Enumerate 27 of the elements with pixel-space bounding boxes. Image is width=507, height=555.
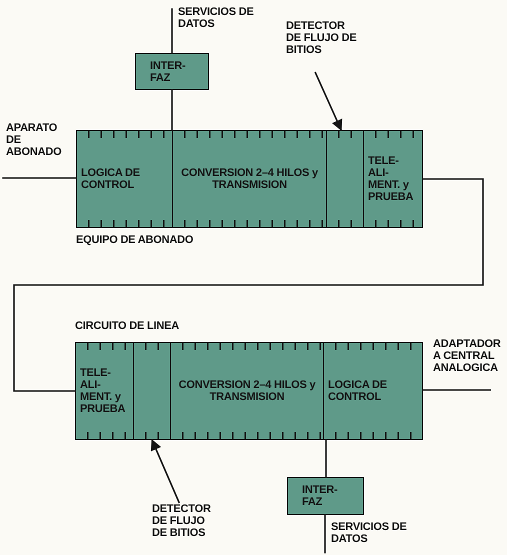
leader-arrow bbox=[150, 438, 180, 504]
connection-line bbox=[423, 389, 491, 391]
module-box: TELE- ALI- MENT. y PRUEBA bbox=[363, 130, 423, 228]
port-label: ADAPTADOR A CENTRAL ANALOGICA bbox=[433, 338, 502, 374]
port-label: SERVICIOS DE DATOS bbox=[331, 521, 407, 545]
connection-line bbox=[171, 8, 173, 53]
port-label: DETECTOR DE FLUJO DE BITIOS bbox=[286, 20, 358, 56]
module-box: CONVERSION 2–4 HILOS y TRANSMISION bbox=[170, 342, 324, 440]
connection-line bbox=[325, 440, 327, 477]
module-section bbox=[326, 130, 364, 228]
interface-box: INTER- FAZ bbox=[135, 53, 209, 90]
port-label: SERVICIOS DE DATOS bbox=[178, 6, 254, 30]
block-heading: CIRCUITO DE LINEA bbox=[75, 320, 179, 332]
module-section bbox=[133, 342, 171, 440]
module-box: LOGICA DE CONTROL bbox=[323, 342, 423, 440]
port-label: DETECTOR DE FLUJO DE BITIOS bbox=[152, 503, 212, 539]
connection-line bbox=[13, 178, 484, 392]
connection-line bbox=[171, 90, 173, 130]
port-label: APARATO DE ABONADO bbox=[6, 122, 62, 158]
leader-arrow bbox=[314, 72, 342, 132]
module-box: LOGICA DE CONTROL bbox=[76, 130, 173, 228]
interface-box: INTER- FAZ bbox=[287, 477, 364, 515]
block-heading: EQUIPO DE ABONADO bbox=[76, 234, 194, 246]
module-box: TELE- ALI- MENT. y PRUEBA bbox=[75, 342, 134, 440]
module-box: CONVERSION 2–4 HILOS y TRANSMISION bbox=[172, 130, 327, 228]
connection-line bbox=[324, 515, 326, 554]
connection-line bbox=[2, 177, 76, 179]
